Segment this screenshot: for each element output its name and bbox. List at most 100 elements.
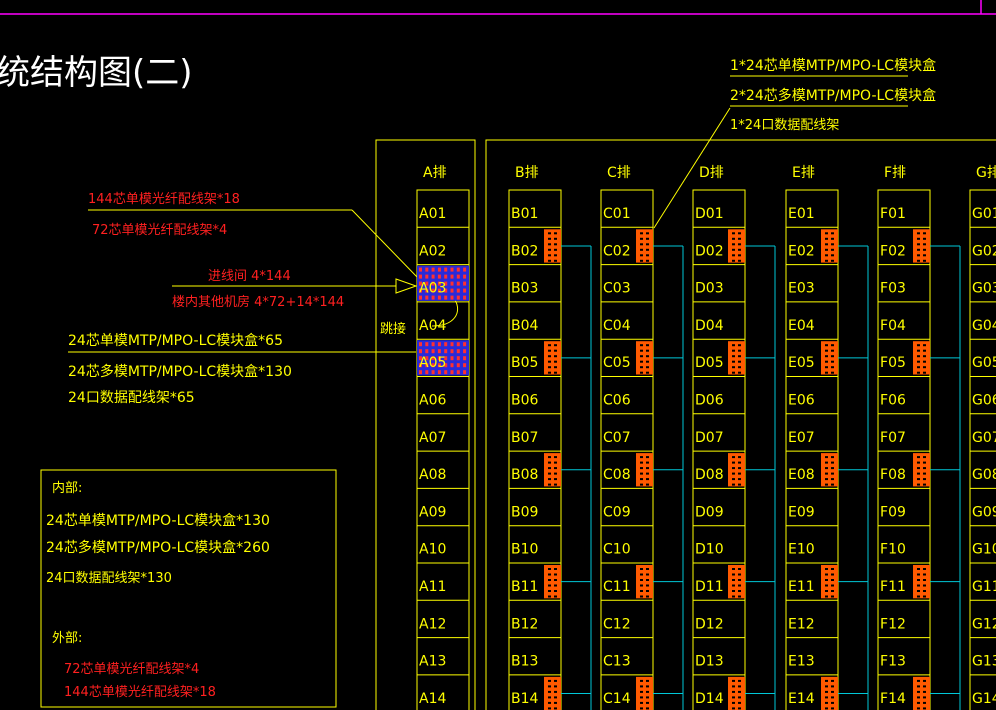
patch-port [738, 573, 741, 576]
cabinet-c04: C04 [603, 318, 631, 334]
cabinet-row-letter: B [511, 691, 521, 707]
cabinet-a11: A11 [419, 579, 446, 595]
cabinet-number: 14 [983, 691, 996, 707]
patch-port [923, 371, 926, 374]
cabinet-row-letter: F [880, 542, 888, 558]
cabinet-row-letter: B [511, 206, 521, 222]
patch-port [831, 232, 834, 235]
a-patch-port [456, 281, 460, 286]
cabinet-row-letter: G [972, 243, 983, 259]
patch-port [831, 366, 834, 369]
arrow-head [395, 278, 418, 294]
patch-port [548, 237, 551, 240]
patch-port [554, 679, 557, 682]
summary-external-1: 72芯单模光纤配线架*4 [64, 662, 199, 677]
patch-port [732, 366, 735, 369]
patch-port [917, 685, 920, 688]
cabinet-row-letter: C [603, 281, 613, 297]
cabinet-d03: D03 [695, 281, 724, 297]
cabinet-row-letter: A [419, 542, 429, 558]
patch-port [554, 701, 557, 704]
patch-port [640, 371, 643, 374]
patch-port [923, 360, 926, 363]
patch-port [831, 472, 834, 475]
a-patch-port [437, 363, 441, 368]
cabinet-e13: E13 [788, 654, 815, 670]
patch-port [917, 579, 920, 581]
patch-port [831, 483, 834, 486]
a-patch-port [437, 349, 441, 354]
patch-port [831, 584, 834, 587]
cabinet-number: 04 [613, 318, 631, 334]
patch-port [554, 590, 557, 592]
cabinet-number: 07 [613, 430, 631, 446]
cabinet-number: 10 [613, 542, 631, 558]
cabinet-row-letter: D [695, 504, 706, 520]
patch-port [646, 679, 649, 682]
patch-port [831, 685, 834, 688]
a-patch-port [450, 363, 454, 368]
a-patch-port [444, 349, 448, 354]
patch-panel-e14 [821, 676, 838, 710]
a-patch-port [419, 288, 422, 293]
patch-port [738, 467, 741, 470]
patch-port [548, 344, 551, 347]
patch-port [548, 461, 551, 464]
patch-port [917, 701, 920, 704]
patch-panel-b02 [544, 229, 561, 263]
patch-port [548, 707, 551, 710]
cabinet-number: 06 [797, 393, 815, 409]
patch-port [640, 568, 643, 570]
patch-port [646, 590, 649, 592]
cabinet-row-letter: E [788, 542, 797, 558]
cabinet-row-letter: E [788, 504, 797, 520]
note-red-mid-1: 进线间 4*144 [208, 269, 291, 284]
cabinet-a12: A12 [419, 616, 446, 632]
patch-port [825, 685, 828, 688]
a-patch-port [419, 295, 422, 300]
patch-panel-e02 [821, 229, 838, 263]
patch-port [640, 360, 643, 363]
patch-port [738, 690, 741, 693]
summary-external-2: 144芯单模光纤配线架*18 [64, 685, 216, 700]
patch-port [831, 237, 834, 240]
patch-port [923, 568, 926, 570]
patch-port [732, 696, 735, 699]
cabinet-number: 06 [706, 393, 724, 409]
patch-port [917, 232, 920, 235]
patch-panel-b11 [544, 565, 561, 599]
note-yellow-3: 24口数据配线架*65 [68, 390, 195, 406]
patch-port [554, 584, 557, 587]
cabinet-f04: F04 [880, 318, 906, 334]
patch-port [646, 360, 649, 363]
patch-port [554, 366, 557, 369]
a-patch-port [463, 267, 467, 272]
a-patch-port [456, 295, 460, 300]
cabinet-d09: D09 [695, 504, 724, 520]
a-patch-port [419, 349, 422, 354]
patch-port [917, 472, 920, 475]
patch-port [917, 349, 920, 352]
patch-port [548, 232, 551, 235]
patch-port [917, 584, 920, 587]
patch-port [554, 248, 557, 251]
row-header-f: F排 [884, 165, 906, 181]
cabinet-row-letter: C [603, 579, 613, 595]
patch-port [640, 679, 643, 682]
row-header-c: C排 [607, 165, 631, 181]
cabinet-number: 04 [983, 318, 996, 334]
a-patch-port [444, 274, 448, 279]
patch-port [825, 371, 828, 374]
cabinet-number: 01 [888, 206, 906, 222]
patch-port [831, 467, 834, 470]
a-patch-port [425, 349, 429, 354]
cabinet-row-letter: E [788, 467, 797, 483]
patch-port [554, 568, 557, 570]
a-patch-port [456, 342, 460, 347]
cabinet-d04: D04 [695, 318, 724, 334]
patch-port [738, 579, 741, 581]
cabinet-a14: A14 [419, 691, 446, 707]
patch-port [554, 237, 557, 240]
patch-port [917, 360, 920, 363]
